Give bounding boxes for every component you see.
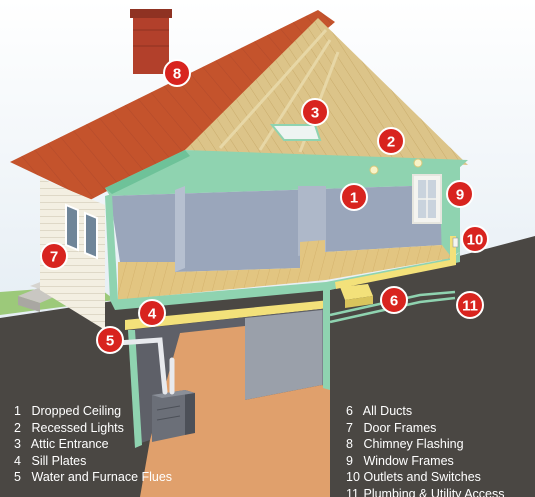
legend-item: 4 Sill Plates	[14, 453, 172, 470]
roof-shingle-texture	[10, 10, 335, 200]
legend-label: All Ducts	[362, 404, 413, 418]
legend-label: Outlets and Switches	[363, 470, 481, 485]
badge-11: 11	[456, 291, 484, 319]
badge-circle	[301, 98, 329, 126]
badge-10: 10	[461, 225, 489, 253]
flue-pipes	[115, 337, 175, 395]
duct-unit	[340, 284, 373, 308]
badge-3: 3	[301, 98, 329, 126]
basement-left-wall	[128, 308, 330, 445]
badge-circle	[138, 299, 166, 327]
legend-item: 7 Door Frames	[346, 420, 505, 437]
legend-item: 10 Outlets and Switches	[346, 469, 505, 486]
legend-label: Recessed Lights	[31, 420, 124, 435]
legend-label: Attic Entrance	[30, 437, 109, 452]
legend-item: 11 Plumbing & Utility Access	[346, 486, 505, 497]
legend-label: Water and Furnace Flues	[31, 470, 173, 485]
badge-number: 8	[173, 66, 181, 83]
badge-number: 3	[311, 105, 319, 122]
legend-item: 9 Window Frames	[346, 453, 505, 470]
legend-label: Door Frames	[363, 420, 437, 435]
badge-4: 4	[138, 299, 166, 327]
badge-number: 7	[50, 249, 58, 266]
legend-label: Chimney Flashing	[363, 437, 464, 452]
sill-plate	[125, 300, 330, 330]
badge-5: 5	[96, 326, 124, 354]
outlet	[452, 237, 459, 248]
badge-circle	[40, 242, 68, 270]
legend-number: 10	[346, 470, 360, 485]
legend-number: 4	[14, 453, 21, 468]
legend-item: 6 All Ducts	[346, 403, 505, 420]
legend-item: 2 Recessed Lights	[14, 420, 172, 437]
badge-7: 7	[40, 242, 68, 270]
duct-run	[335, 259, 456, 289]
basement-floor	[140, 326, 330, 497]
legend-number: 9	[346, 453, 353, 468]
badge-number: 2	[387, 134, 395, 151]
left-wall-frame	[105, 194, 118, 300]
badge-6: 6	[380, 286, 408, 314]
attic-hatch	[269, 124, 322, 141]
ceiling-frame	[105, 150, 468, 196]
legend-label: Sill Plates	[31, 453, 87, 468]
legend-number: 8	[346, 437, 353, 452]
legend-number: 2	[14, 420, 21, 435]
legend-number: 1	[14, 404, 21, 418]
basement-back-wall	[245, 310, 322, 400]
chimney	[130, 9, 172, 74]
badge-layer: 1 2 3 4 5 6 7 8 9 10 11	[40, 59, 489, 354]
legend-item: 1 Dropped Ceiling	[14, 403, 172, 420]
legend-item: 8 Chimney Flashing	[346, 436, 505, 453]
legend-number: 11	[346, 486, 359, 497]
legend-number: 6	[346, 404, 353, 418]
badge-number: 1	[350, 190, 358, 207]
badge-number: 6	[390, 293, 398, 310]
legend-item: 3 Attic Entrance	[14, 436, 172, 453]
badge-number: 11	[462, 298, 478, 315]
interior-partition	[175, 186, 185, 272]
plumbing-lines	[329, 290, 456, 324]
legend-label: Plumbing & Utility Access	[363, 486, 505, 497]
legend-label: Dropped Ceiling	[31, 404, 122, 418]
badge-circle	[163, 59, 191, 87]
badge-9: 9	[446, 180, 474, 208]
legend-number: 7	[346, 420, 353, 435]
basement-frame	[128, 290, 330, 448]
badge-number: 4	[148, 306, 157, 323]
floor-edge	[110, 252, 460, 310]
badge-circle	[340, 183, 368, 211]
badge-circle	[461, 225, 489, 253]
window-frame	[412, 174, 442, 224]
legend-item: 5 Water and Furnace Flues	[14, 469, 172, 486]
legend-number: 3	[14, 437, 21, 452]
badge-circle	[377, 127, 405, 155]
badge-number: 5	[106, 333, 114, 350]
badge-circle	[446, 180, 474, 208]
recessed-lights	[369, 158, 423, 175]
furnace	[152, 390, 195, 442]
badge-circle	[456, 291, 484, 319]
legend-number: 5	[14, 470, 21, 485]
badge-number: 10	[467, 232, 484, 249]
badge-2: 2	[377, 127, 405, 155]
badge-number: 9	[456, 187, 464, 204]
side-windows	[65, 203, 98, 260]
legend-label: Window Frames	[363, 453, 454, 468]
badge-1: 1	[340, 183, 368, 211]
badge-circle	[96, 326, 124, 354]
badge-8: 8	[163, 59, 191, 87]
badge-circle	[380, 286, 408, 314]
